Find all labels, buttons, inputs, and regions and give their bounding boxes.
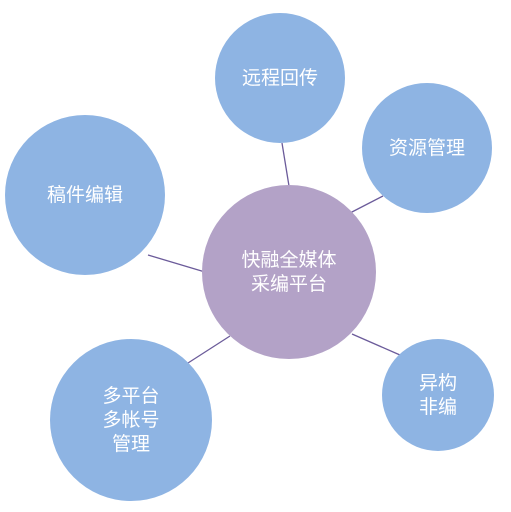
- node-manuscript-label: 稿件编辑: [47, 184, 123, 206]
- node-heterogeneous-label: 异构非编: [419, 372, 457, 418]
- node-remote-label: 远程回传: [242, 67, 318, 89]
- node-multiplatform: 多平台多帐号管理: [50, 339, 212, 501]
- node-multiplatform-label: 多平台多帐号管理: [102, 385, 159, 455]
- node-resource-label-line: 资源管理: [389, 137, 465, 159]
- node-manuscript-label-line: 稿件编辑: [47, 184, 123, 206]
- node-multiplatform-circle: [50, 339, 212, 501]
- node-resource: 资源管理: [362, 83, 492, 213]
- node-remote-label-line: 远程回传: [242, 67, 318, 89]
- connector-remote: [281, 142, 290, 187]
- node-multiplatform-label-line: 多平台: [102, 385, 159, 407]
- node-heterogeneous-circle: [382, 339, 494, 451]
- hub-circle: [202, 185, 376, 359]
- node-multiplatform-label-line: 多帐号: [102, 409, 159, 431]
- node-remote-circle: [215, 13, 345, 143]
- node-remote: 远程回传: [215, 13, 345, 143]
- node-heterogeneous-label-line: 异构: [419, 372, 457, 394]
- connector-lines: [147, 142, 401, 364]
- node-resource-label: 资源管理: [389, 137, 465, 159]
- node-heterogeneous: 异构非编: [382, 339, 494, 451]
- hub-label-line: 快融全媒体: [241, 249, 336, 271]
- hub-label-line: 采编平台: [251, 273, 327, 295]
- node-resource-circle: [362, 83, 492, 213]
- node-multiplatform-label-line: 管理: [112, 433, 150, 455]
- node-heterogeneous-label-line: 非编: [419, 396, 457, 418]
- node-manuscript-circle: [5, 115, 165, 275]
- connector-manuscript: [147, 254, 206, 273]
- hub-label: 快融全媒体采编平台: [241, 249, 336, 295]
- connector-heterogeneous: [351, 333, 401, 356]
- connector-resource: [349, 195, 384, 214]
- connector-multiplatform: [187, 335, 231, 364]
- hub-node: 快融全媒体采编平台: [202, 185, 376, 359]
- node-manuscript: 稿件编辑: [5, 115, 165, 275]
